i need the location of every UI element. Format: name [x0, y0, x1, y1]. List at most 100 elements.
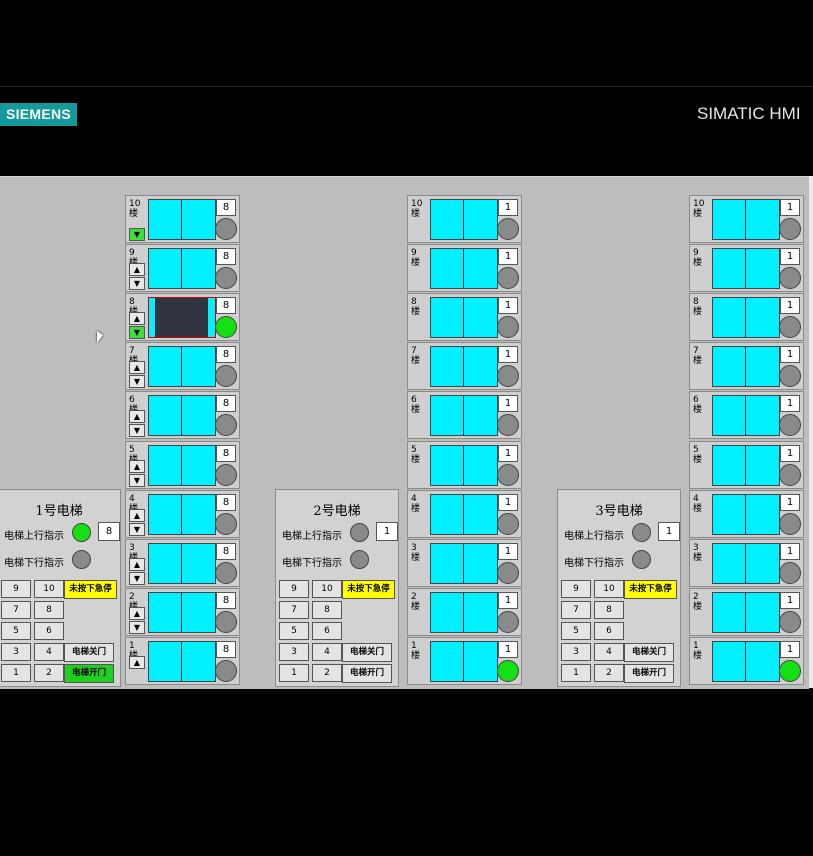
car-floor-button-10[interactable]: 10 — [34, 580, 64, 598]
call-down-button[interactable]: ▼ — [129, 473, 145, 487]
car-floor-button-10[interactable]: 10 — [312, 580, 342, 598]
call-up-button[interactable]: ▲ — [129, 606, 145, 620]
call-down-button[interactable]: ▼ — [129, 620, 145, 634]
car-floor-button-6[interactable]: 6 — [34, 622, 64, 640]
car-floor-button-5[interactable]: 5 — [279, 622, 309, 640]
arrival-lamp — [497, 561, 519, 584]
call-down-button[interactable]: ▼ — [129, 277, 145, 291]
call-down-button[interactable]: ▼ — [129, 228, 145, 241]
car-floor-button-6[interactable]: 6 — [312, 622, 342, 640]
car-floor-button-1[interactable]: 1 — [1, 664, 31, 682]
car-floor-button-5[interactable]: 5 — [561, 622, 591, 640]
car-floor-button-8[interactable]: 8 — [594, 601, 624, 619]
elevator-1-floor-5: 5楼8▲▼ — [125, 440, 240, 489]
floor-position-display: 1 — [780, 395, 800, 413]
floor-position-display: 1 — [498, 640, 518, 658]
door-open-button[interactable]: 电梯开门 — [64, 664, 114, 683]
door-left-leaf — [149, 200, 182, 239]
car-floor-button-10[interactable]: 10 — [594, 580, 624, 598]
car-floor-button-6[interactable]: 6 — [594, 622, 624, 640]
call-up-button[interactable]: ▲ — [129, 459, 145, 473]
arrival-lamp — [215, 463, 237, 486]
door-close-button[interactable]: 电梯关门 — [64, 643, 114, 662]
car-floor-button-9[interactable]: 9 — [1, 580, 31, 598]
floor-label: 4楼 — [693, 493, 703, 514]
elevator-door — [430, 444, 498, 486]
floor-position-display: 1 — [780, 199, 800, 216]
floor-label: 10楼 — [411, 199, 423, 219]
floor-position-display: 1 — [780, 346, 800, 364]
door-open-button[interactable]: 电梯开门 — [342, 664, 392, 683]
door-close-button[interactable]: 电梯关门 — [624, 643, 674, 662]
call-down-button[interactable]: ▼ — [129, 375, 145, 389]
floor-position-display: 1 — [498, 493, 518, 511]
siemens-logo: SIEMENS — [0, 103, 77, 126]
floor-position-display: 1 — [498, 444, 518, 462]
down-indicator-label: 电梯下行指示 — [282, 558, 342, 569]
car-floor-button-1[interactable]: 1 — [279, 664, 309, 682]
call-up-button[interactable]: ▲ — [129, 508, 145, 522]
emergency-stop-status[interactable]: 未按下急停 — [342, 580, 395, 599]
car-floor-button-4[interactable]: 4 — [34, 643, 64, 661]
car-floor-button-2[interactable]: 2 — [34, 664, 64, 682]
car-floor-button-7[interactable]: 7 — [279, 601, 309, 619]
door-right-leaf — [182, 396, 215, 436]
arrival-lamp — [779, 218, 801, 240]
call-up-button[interactable]: ▲ — [129, 655, 145, 669]
car-floor-button-8[interactable]: 8 — [312, 601, 342, 619]
door-right-leaf — [464, 592, 497, 632]
door-right-leaf — [182, 249, 215, 289]
call-up-button[interactable]: ▲ — [129, 557, 145, 571]
arrival-lamp — [779, 512, 801, 535]
door-left-leaf — [713, 396, 746, 436]
call-up-button[interactable]: ▲ — [129, 361, 145, 375]
emergency-stop-status[interactable]: 未按下急停 — [624, 580, 677, 599]
arrival-lamp — [779, 610, 801, 633]
car-floor-button-8[interactable]: 8 — [34, 601, 64, 619]
elevator-door — [712, 542, 780, 584]
elevator-door — [712, 297, 780, 339]
car-floor-button-9[interactable]: 9 — [279, 580, 309, 598]
car-floor-button-9[interactable]: 9 — [561, 580, 591, 598]
floor-position-display: 8 — [216, 395, 236, 413]
elevator-door — [712, 346, 780, 388]
elevator-door — [148, 395, 216, 437]
car-floor-button-3[interactable]: 3 — [279, 643, 309, 661]
scrollbar-edge[interactable] — [809, 176, 813, 688]
car-floor-button-5[interactable]: 5 — [1, 622, 31, 640]
car-floor-button-7[interactable]: 7 — [1, 601, 31, 619]
door-open-button[interactable]: 电梯开门 — [624, 664, 674, 683]
door-right-leaf — [746, 347, 779, 387]
car-floor-button-3[interactable]: 3 — [1, 643, 31, 661]
door-left-leaf — [713, 298, 746, 338]
call-down-button[interactable]: ▼ — [129, 522, 145, 536]
call-down-button[interactable]: ▼ — [129, 326, 145, 340]
current-floor-display: 1 — [376, 522, 398, 541]
car-floor-button-7[interactable]: 7 — [561, 601, 591, 619]
car-floor-button-3[interactable]: 3 — [561, 643, 591, 661]
elevator-door — [148, 493, 216, 535]
call-up-button[interactable]: ▲ — [129, 410, 145, 424]
car-floor-button-2[interactable]: 2 — [312, 664, 342, 682]
car-floor-button-4[interactable]: 4 — [312, 643, 342, 661]
door-right-leaf — [746, 592, 779, 632]
floor-position-display: 8 — [216, 346, 236, 364]
car-floor-button-4[interactable]: 4 — [594, 643, 624, 661]
elevator-door — [430, 591, 498, 633]
call-down-button[interactable]: ▼ — [129, 571, 145, 585]
call-up-button[interactable]: ▲ — [129, 312, 145, 326]
car-floor-button-1[interactable]: 1 — [561, 664, 591, 682]
door-right-leaf — [746, 249, 779, 289]
call-down-button[interactable]: ▼ — [129, 424, 145, 438]
car-floor-button-2[interactable]: 2 — [594, 664, 624, 682]
arrival-lamp — [779, 463, 801, 486]
arrival-lamp — [497, 267, 519, 290]
emergency-stop-status[interactable]: 未按下急停 — [64, 580, 117, 599]
door-close-button[interactable]: 电梯关门 — [342, 643, 392, 662]
call-up-button[interactable]: ▲ — [129, 263, 145, 277]
floor-label: 10楼 — [129, 199, 141, 219]
elevator-door — [148, 297, 216, 339]
